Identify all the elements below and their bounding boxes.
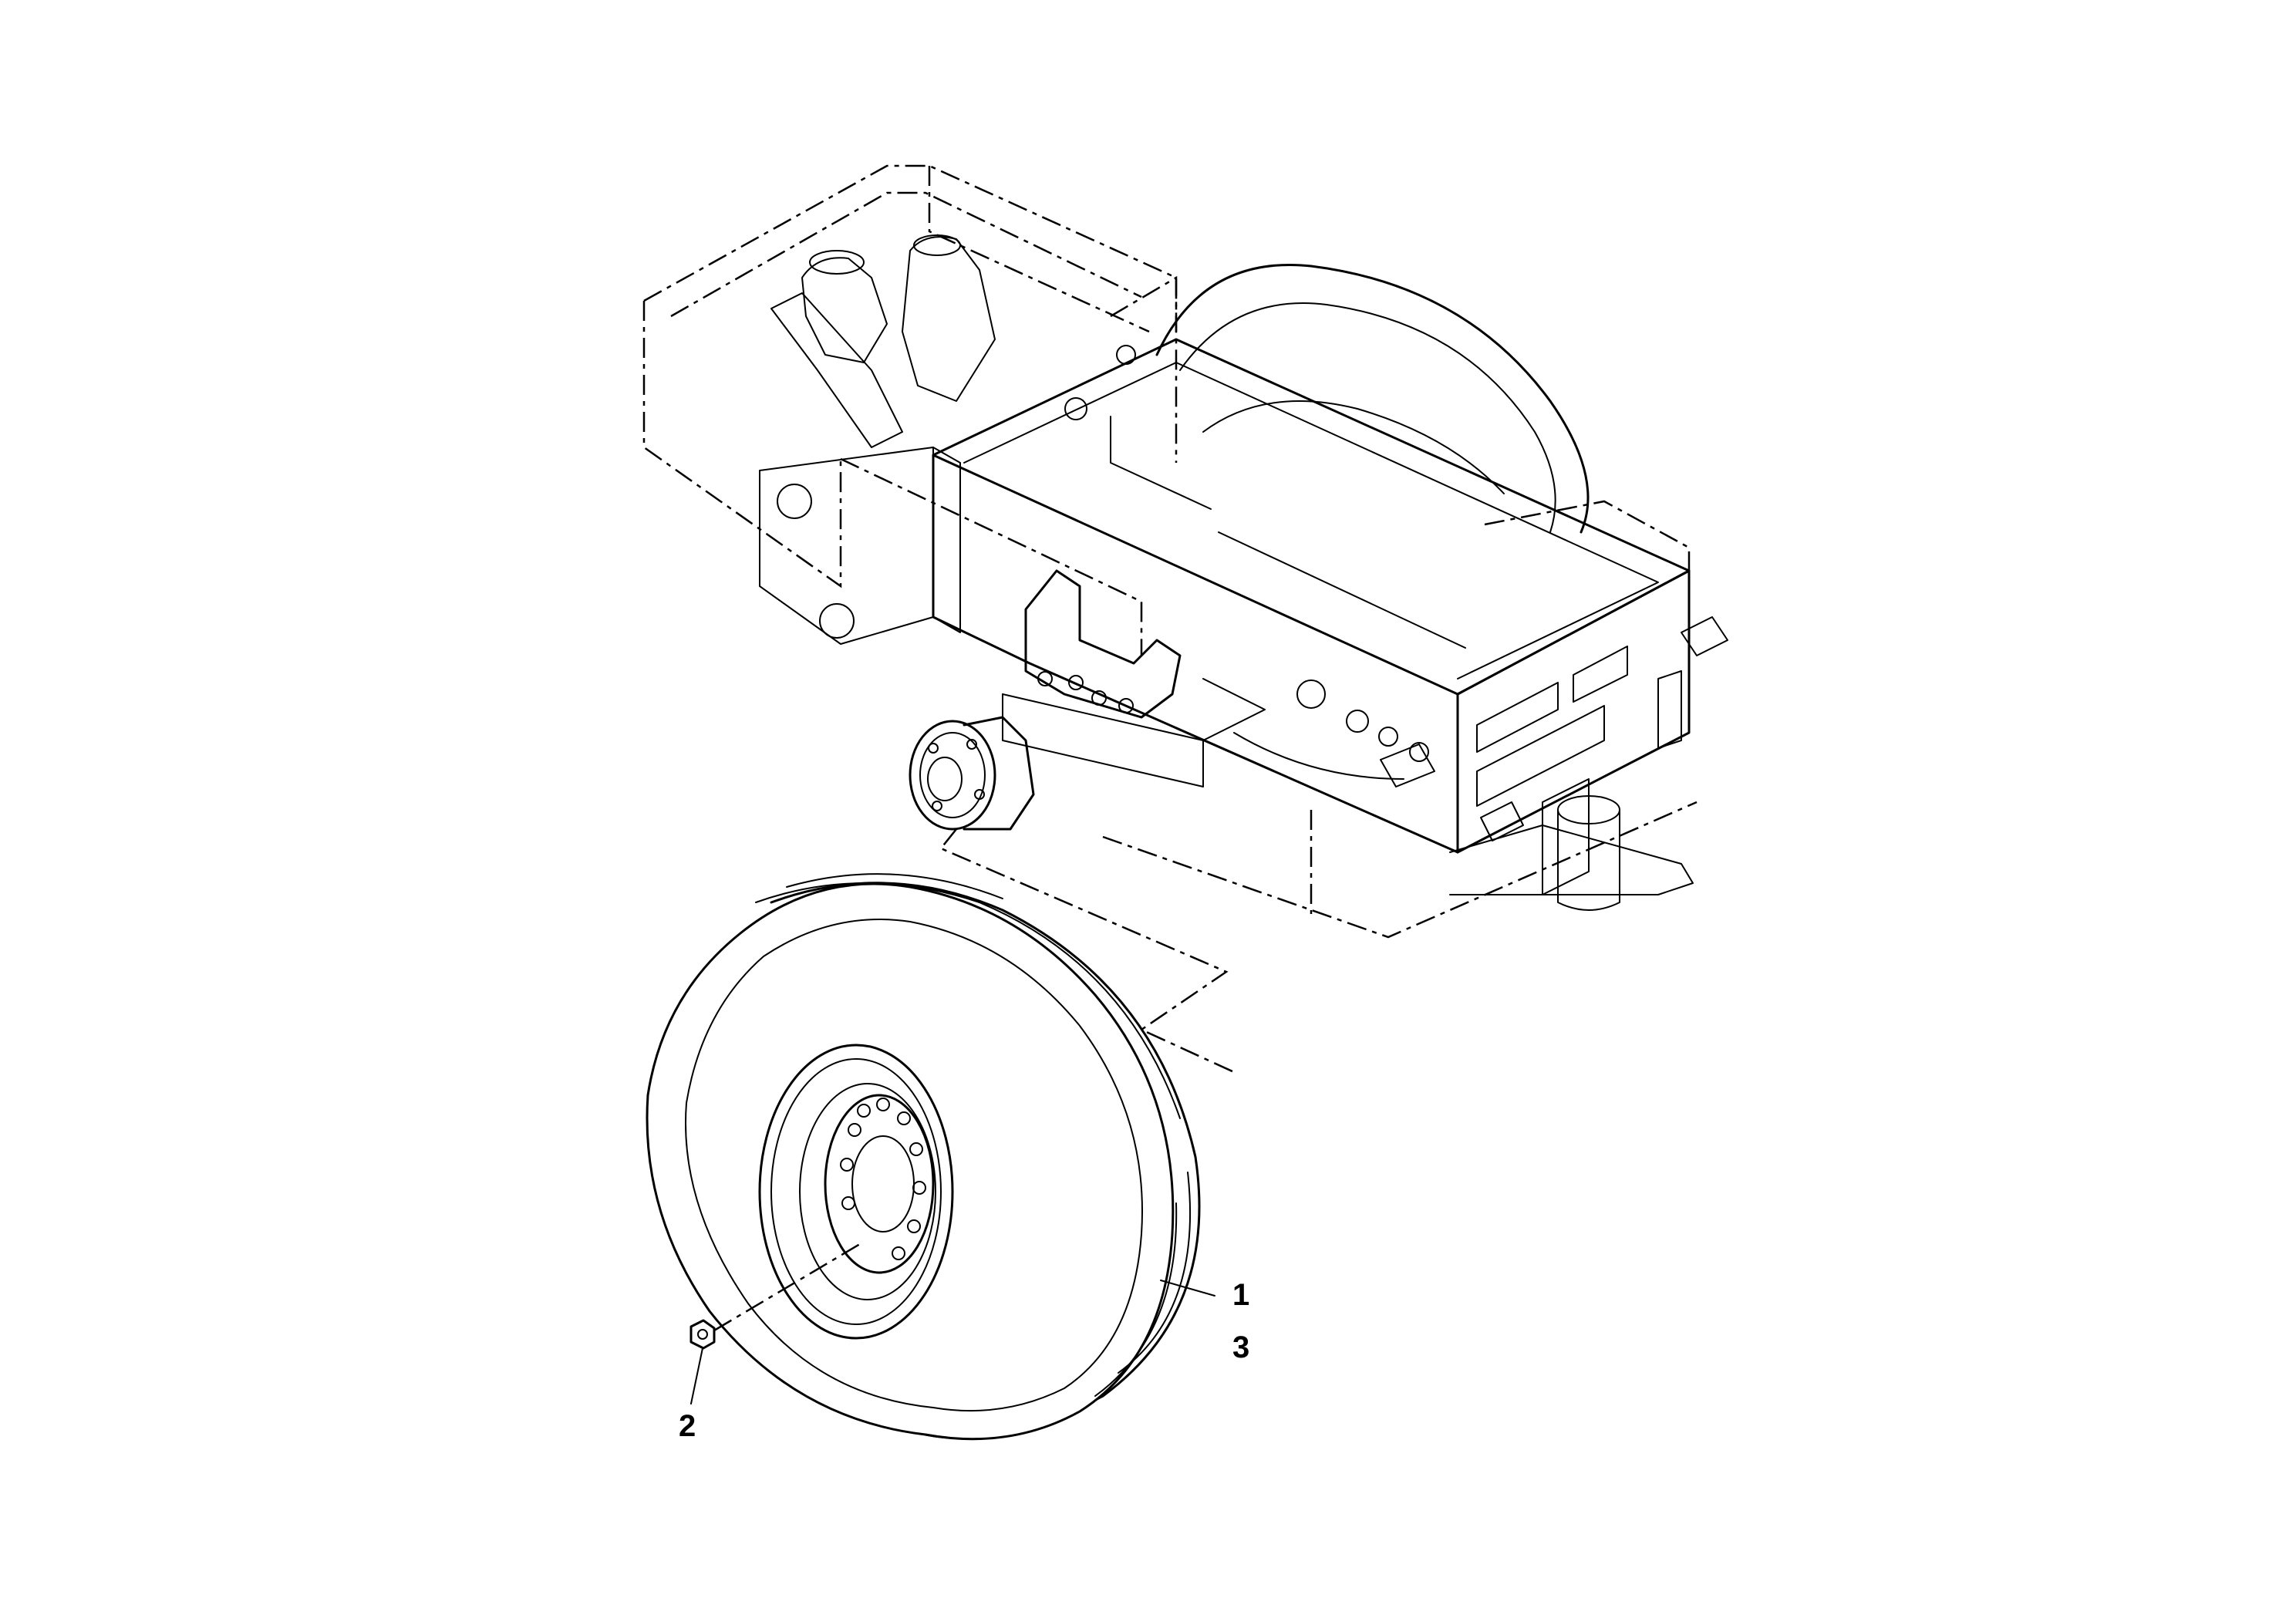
leader-line-1	[1160, 1280, 1215, 1297]
assembly-line-hub-wheel	[939, 828, 1235, 1074]
articulation-hitch	[1380, 616, 1728, 911]
counterweight-block	[759, 447, 961, 645]
callout-label-3: 3	[1232, 1330, 1249, 1364]
callout-label-1: 1	[1232, 1278, 1249, 1312]
tanks	[770, 234, 996, 448]
wheel-nut	[689, 1319, 716, 1350]
chassis-outline	[642, 164, 1698, 939]
assembly-line-nut	[713, 1240, 865, 1332]
main-frame	[932, 338, 1691, 854]
callout-label-2: 2	[679, 1409, 696, 1443]
drum	[1155, 263, 1590, 780]
rear-axle	[909, 569, 1266, 831]
wheel-tyre	[646, 873, 1201, 1441]
callouts: 1 3 2	[679, 1278, 1249, 1443]
leader-line-2	[690, 1347, 703, 1404]
